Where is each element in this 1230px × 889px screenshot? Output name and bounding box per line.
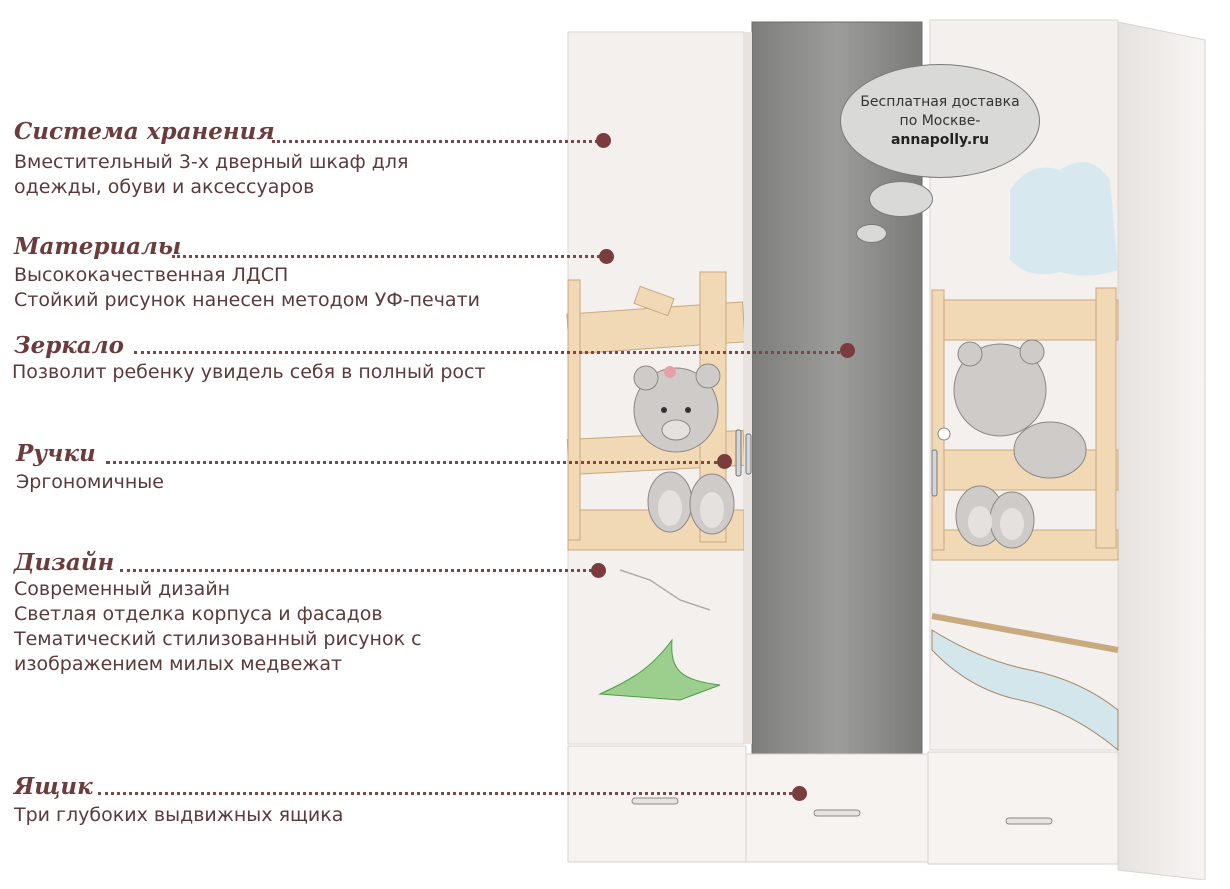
left-bear-art xyxy=(633,363,735,535)
drawer-left-handle xyxy=(631,797,679,805)
feature-desc-line: Высококачественная ЛДСП xyxy=(14,264,289,286)
callout-dot xyxy=(596,133,611,148)
feature-title: Ручки xyxy=(16,440,96,467)
feature-title: Система хранения xyxy=(14,118,275,145)
leader-line xyxy=(272,140,598,143)
feature-mirror: Зеркало Позволит ребенку увидель себя в … xyxy=(12,332,486,385)
drawer-middle-handle xyxy=(813,809,861,817)
callout-dot xyxy=(599,249,614,264)
feature-desc-line: Три глубоких выдвижных ящика xyxy=(14,804,344,826)
feature-title: Материалы xyxy=(14,233,182,260)
feature-design: Дизайн Современный дизайн Светлая отделк… xyxy=(14,549,422,677)
drawer-right-handle xyxy=(1005,817,1053,825)
sky-art xyxy=(1010,162,1118,276)
cabinet-side-panel xyxy=(1117,21,1206,880)
bubble-tail-small xyxy=(856,224,887,243)
grass-art xyxy=(598,638,721,701)
stream-art xyxy=(931,629,1119,752)
feature-drawer: Ящик Три глубоких выдвижных ящика xyxy=(14,773,343,828)
feature-title: Зеркало xyxy=(14,332,124,359)
mirror-handle-right xyxy=(745,433,752,475)
right-bear-art xyxy=(937,339,1087,549)
delivery-line-1: Бесплатная доставка xyxy=(860,93,1020,110)
callout-dot xyxy=(840,343,855,358)
leader-line xyxy=(134,351,840,354)
mirror-handle xyxy=(735,429,742,477)
leader-line xyxy=(172,255,600,258)
leader-line xyxy=(120,569,592,572)
feature-desc-line: Светлая отделка корпуса и фасадов xyxy=(14,603,383,625)
feature-desc-line: изображением милых медвежат xyxy=(14,653,343,675)
feature-desc-line: Вместительный 3-х дверный шкаф для xyxy=(14,151,409,173)
callout-dot xyxy=(792,786,807,801)
feature-materials: Материалы Высококачественная ЛДСП Стойки… xyxy=(14,233,480,313)
delivery-bubble: Бесплатная доставка по Москве- annapolly… xyxy=(840,64,1040,178)
leader-line xyxy=(106,461,718,464)
callout-dot xyxy=(591,563,606,578)
drawer-middle xyxy=(745,753,929,863)
feature-title: Дизайн xyxy=(14,549,115,576)
delivery-domain: annapolly.ru xyxy=(890,131,990,148)
leader-line xyxy=(98,792,792,795)
feature-desc-line: Современный дизайн xyxy=(14,578,231,600)
feature-desc-line: Стойкий рисунок нанесен методом УФ-печат… xyxy=(14,289,480,311)
delivery-line-2: по Москве- xyxy=(899,112,981,129)
right-door-handle xyxy=(931,449,938,497)
feature-title: Ящик xyxy=(14,773,93,800)
drawer-right xyxy=(927,751,1119,865)
bubble-tail-large xyxy=(869,181,933,217)
callout-dot xyxy=(717,454,732,469)
feature-desc-line: Позволит ребенку увидель себя в полный р… xyxy=(12,361,486,383)
feature-desc-line: Эргономичные xyxy=(16,471,165,493)
feature-handles: Ручки Эргономичные xyxy=(16,440,164,495)
feature-desc-line: Тематический стилизованный рисунок с xyxy=(14,628,422,650)
feature-storage: Система хранения Вместительный 3-х дверн… xyxy=(14,118,408,200)
feature-desc-line: одежды, обуви и аксессуаров xyxy=(14,176,315,198)
